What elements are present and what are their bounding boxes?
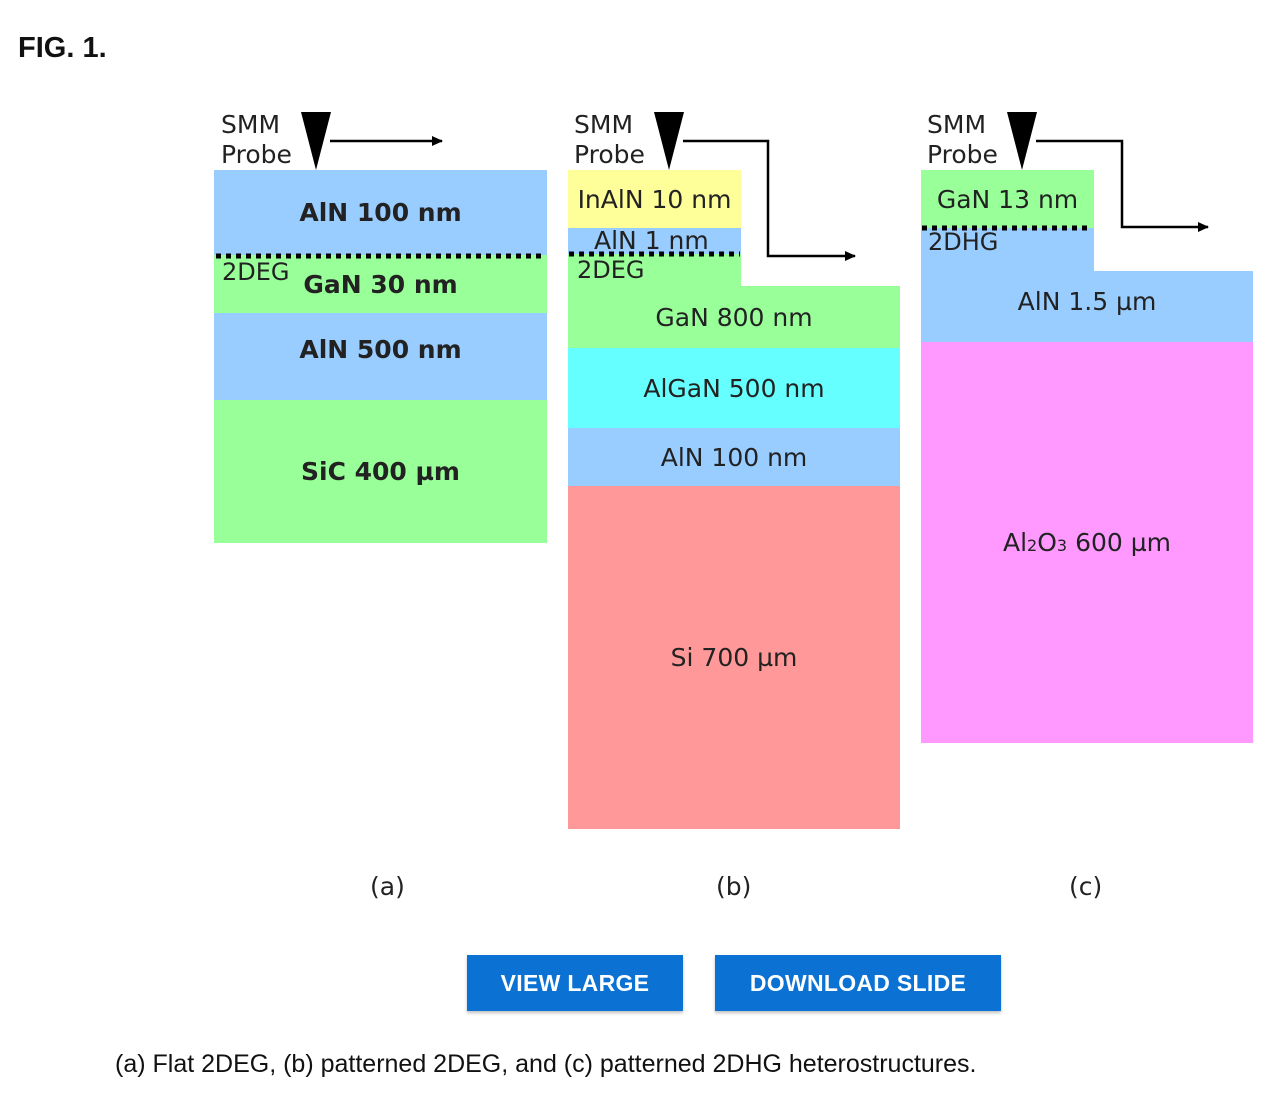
panel-label-b: (b) (716, 872, 752, 901)
layer-aln-100nm: AlN 100 nm (214, 170, 547, 255)
layer-inaln-10nm: InAlN 10 nm (568, 170, 741, 228)
layer-gan-800nm-upper (568, 254, 741, 286)
view-large-button[interactable]: VIEW LARGE (467, 955, 683, 1011)
figure-label: FIG. 1. (18, 32, 107, 64)
download-slide-button[interactable]: DOWNLOAD SLIDE (715, 955, 1001, 1011)
panel-label-a: (a) (370, 872, 405, 901)
probe-tip-icon-b (654, 112, 684, 170)
layer-gan-800nm: GaN 800 nm (568, 286, 900, 348)
layer-aln-1-5um: AlN 1.5 µm (921, 271, 1253, 342)
layer-aln-1-5um-upper (921, 228, 1094, 271)
probe-label-line2: Probe (221, 140, 292, 169)
layer-algan-500nm: AlGaN 500 nm (568, 348, 900, 428)
figure-caption: (a) Flat 2DEG, (b) patterned 2DEG, and (… (115, 1050, 977, 1078)
layer-si-700um: Si 700 µm (568, 486, 900, 829)
gas-label-2deg-b: 2DEG (577, 256, 645, 284)
probe-label-c: SMM Probe (927, 110, 998, 170)
layer-gan-30nm: GaN 30 nm (214, 255, 547, 313)
layer-aln-1nm (568, 228, 741, 254)
probe-label-b: SMM Probe (574, 110, 645, 170)
probe-tip-icon-a (301, 112, 331, 170)
gas-label-2dhg-c: 2DHG (928, 228, 999, 256)
probe-tip-icon-c (1007, 112, 1037, 170)
scan-arrow-c (1036, 139, 1209, 232)
layer-gan-13nm: GaN 13 nm (921, 170, 1094, 228)
probe-label-line1: SMM (927, 110, 987, 139)
probe-label-line2: Probe (927, 140, 998, 169)
scan-arrow-b (683, 139, 856, 261)
probe-label-line1: SMM (574, 110, 634, 139)
probe-label-line2: Probe (574, 140, 645, 169)
layer-aln-100nm-b: AlN 100 nm (568, 428, 900, 486)
probe-label-line1: SMM (221, 110, 281, 139)
gas-label-2deg-a: 2DEG (222, 258, 290, 286)
layer-aln-1nm-label: AlN 1 nm (594, 226, 709, 255)
panel-label-c: (c) (1069, 872, 1103, 901)
layer-aln-500nm: AlN 500 nm (214, 313, 547, 400)
probe-label-a: SMM Probe (221, 110, 292, 170)
layer-sic-400um: SiC 400 µm (214, 400, 547, 543)
